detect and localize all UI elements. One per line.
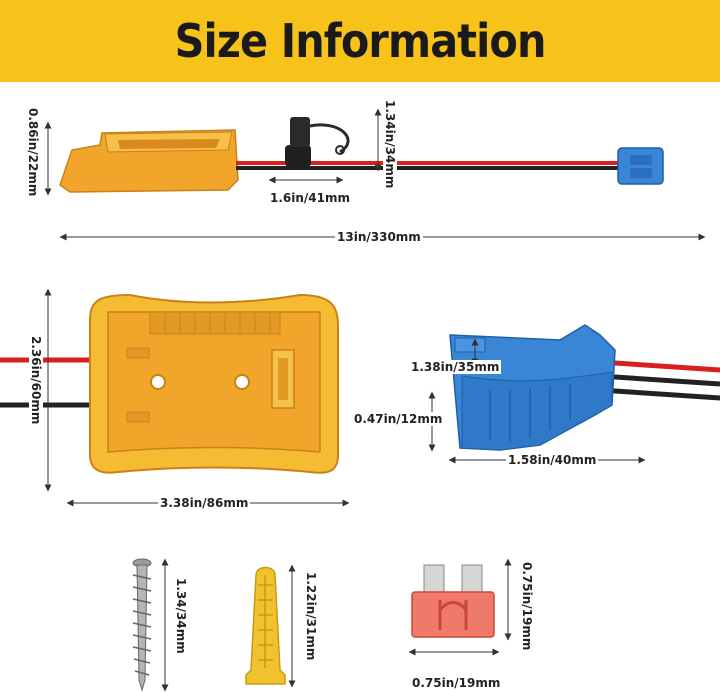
cable-right [599,359,720,401]
blade-fuse [411,564,495,638]
label-fuse-holder-height: 1.34in/34mm [383,98,397,191]
label-adapter-top-width: 3.38in/86mm [158,496,251,510]
title-banner: Size Information [0,0,720,82]
wall-anchor [245,566,286,685]
blue-plug-side [617,147,664,185]
label-adapter-top-height: 2.36in/60mm [29,334,43,427]
label-cable-length: 13in/330mm [335,230,423,244]
label-adapter-height: 0.86in/22mm [26,106,40,199]
adapter-top-view [89,293,339,474]
label-anchor-length: 1.22in/31mm [304,570,318,663]
label-connector-width: 1.58in/40mm [506,453,599,467]
label-fuse-height: 0.75in/19mm [520,560,534,653]
fuse-holder [285,117,350,167]
screw [132,558,152,692]
label-connector-depth: 0.47in/12mm [352,412,445,426]
dim-lines-fuse [408,558,512,656]
blue-connector [449,324,616,451]
label-fuse-holder-width: 1.6in/41mm [268,191,353,205]
page-title: Size Information [174,14,547,68]
label-fuse-width: 0.75in/19mm [410,676,503,690]
adapter-side-view [59,129,239,193]
label-connector-height: 1.38in/35mm [409,360,502,374]
label-screw-length: 1.34/34mm [174,576,188,656]
